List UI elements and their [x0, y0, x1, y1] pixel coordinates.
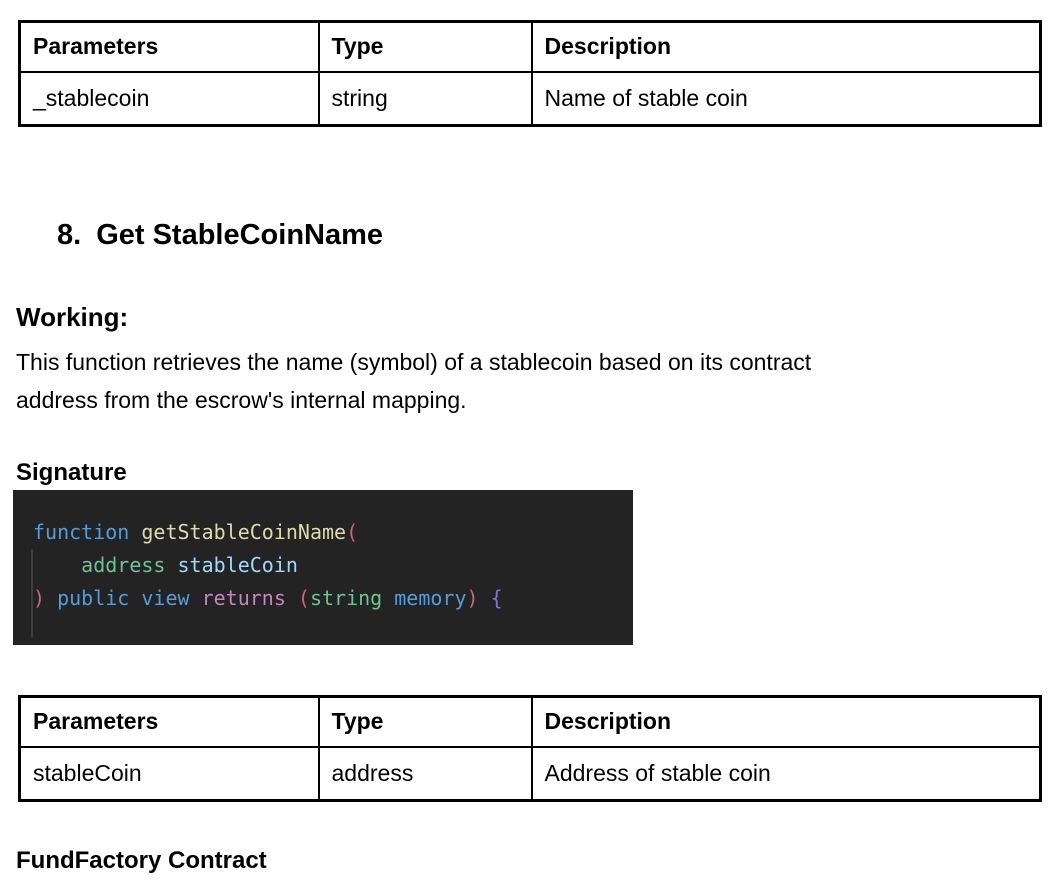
working-description: This function retrieves the name (symbol…: [16, 349, 812, 413]
parameters-table-2: Parameters Type Description stableCoin a…: [18, 695, 1042, 802]
param-type-cell: address: [317, 745, 533, 802]
column-header-description: Description: [530, 695, 1042, 748]
code-line: function getStableCoinName(: [33, 516, 503, 549]
param-name-cell: stableCoin: [18, 745, 320, 802]
working-heading: Working:: [16, 302, 129, 332]
code-token: {: [490, 586, 503, 610]
column-header-parameters: Parameters: [18, 695, 320, 748]
column-header-type: Type: [317, 20, 533, 73]
indent-guide-line: [31, 549, 33, 637]
table-header-row: Parameters Type Description: [18, 20, 1042, 73]
column-header-description: Description: [530, 20, 1042, 73]
code-token: returns: [201, 586, 298, 610]
table-row: _stablecoin string Name of stable coin: [18, 70, 1042, 127]
parameters-table-1: Parameters Type Description _stablecoin …: [18, 20, 1042, 127]
code-token: ): [466, 586, 479, 610]
code-token: (: [346, 520, 359, 544]
param-description-cell: Name of stable coin: [530, 70, 1042, 127]
code-token: ): [33, 586, 58, 610]
code-token: getStableCoinName: [141, 520, 347, 544]
code-token: public view: [57, 586, 202, 610]
section-title: Get StableCoinName: [96, 219, 384, 251]
column-header-parameters: Parameters: [18, 20, 320, 73]
code-token: stableCoin: [177, 553, 298, 577]
code-line: address stableCoin: [33, 549, 503, 582]
fundfactory-contract-heading: FundFactory Contract: [16, 847, 267, 874]
code-token: address: [81, 553, 178, 577]
code-token: memory: [394, 586, 467, 610]
code-line: ) public view returns (string memory) {: [33, 582, 503, 615]
code-token: (: [297, 586, 310, 610]
section-heading: 8. Get StableCoinName: [57, 218, 383, 252]
code-block: function getStableCoinName( address stab…: [13, 490, 633, 645]
code-token: [33, 553, 81, 577]
section-number: 8.: [57, 219, 82, 251]
code-token: function: [33, 520, 142, 544]
table-header-row: Parameters Type Description: [18, 695, 1042, 748]
param-name-cell: _stablecoin: [18, 70, 320, 127]
code-token: string: [309, 586, 395, 610]
signature-heading: Signature: [16, 459, 127, 486]
column-header-type: Type: [317, 695, 533, 748]
table-row: stableCoin address Address of stable coi…: [18, 745, 1042, 802]
param-description-cell: Address of stable coin: [530, 745, 1042, 802]
code-lines: function getStableCoinName( address stab…: [33, 516, 503, 615]
param-type-cell: string: [317, 70, 533, 127]
code-token: [479, 586, 491, 610]
